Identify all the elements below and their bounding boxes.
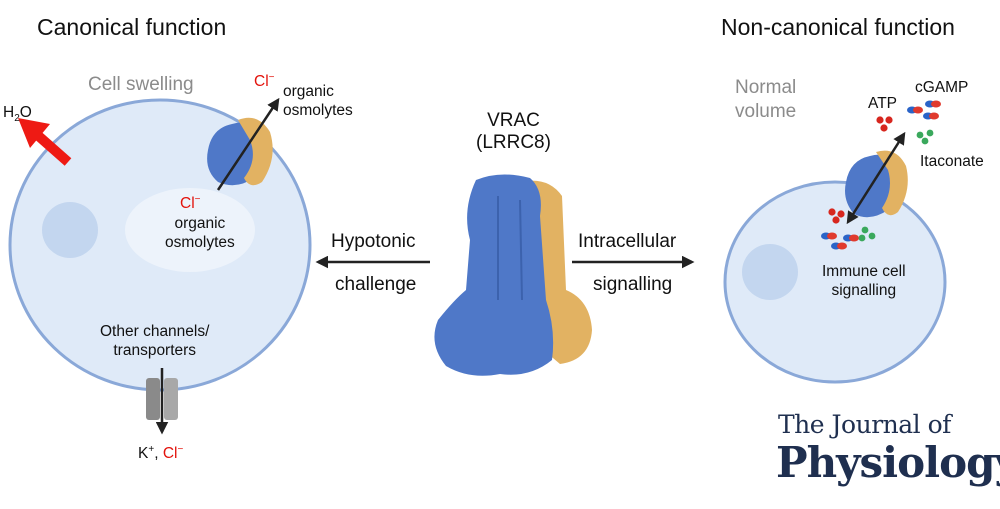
right-cell xyxy=(723,180,947,384)
cgamp-molecules-outside xyxy=(907,100,941,120)
efflux-path-arrow xyxy=(216,97,280,191)
osmolyte-pool xyxy=(125,188,255,272)
water-label: H2O xyxy=(3,104,32,125)
journal-logo-line2: Physiology xyxy=(776,438,1000,487)
signalling-label-2: signalling xyxy=(593,274,673,295)
atp-label: ATP xyxy=(868,95,897,112)
release-arrow xyxy=(846,131,906,225)
hypotonic-label-1: Hypotonic xyxy=(331,231,416,252)
signalling-label-1: Intracellular xyxy=(578,231,677,252)
atp-molecules-outside xyxy=(876,116,893,132)
cgamp-molecules-inside xyxy=(821,232,859,250)
left-title: Canonical function xyxy=(37,14,227,40)
right-nucleus xyxy=(742,244,798,300)
left-vrac-channel xyxy=(207,117,273,186)
efflux-ion-label: Cl− xyxy=(254,72,275,91)
right-title: Non-canonical function xyxy=(721,14,955,40)
journal-logo-line1: The Journal of xyxy=(778,410,951,439)
atp-molecules-inside xyxy=(828,208,845,224)
inner-ion-label: Cl− xyxy=(180,194,201,213)
right-vrac-channel xyxy=(845,150,908,218)
hypotonic-label-2: challenge xyxy=(335,274,417,295)
left-state-label: Cell swelling xyxy=(88,74,194,95)
center-vrac-protein xyxy=(434,174,592,376)
water-efflux-arrow xyxy=(18,118,72,166)
vrac-name: VRAC(LRRC8) xyxy=(476,110,551,153)
cgamp-label: cGAMP xyxy=(915,79,969,96)
itaconate-molecules-outside xyxy=(916,129,934,145)
other-channels-label: Other channels/transporters xyxy=(100,323,210,359)
left-nucleus xyxy=(42,202,98,258)
kcl-label: K+, Cl− xyxy=(138,444,184,463)
itaconate-label: Itaconate xyxy=(920,153,984,170)
itaconate-molecules-inside xyxy=(858,226,876,242)
transporter-icon xyxy=(146,368,178,435)
